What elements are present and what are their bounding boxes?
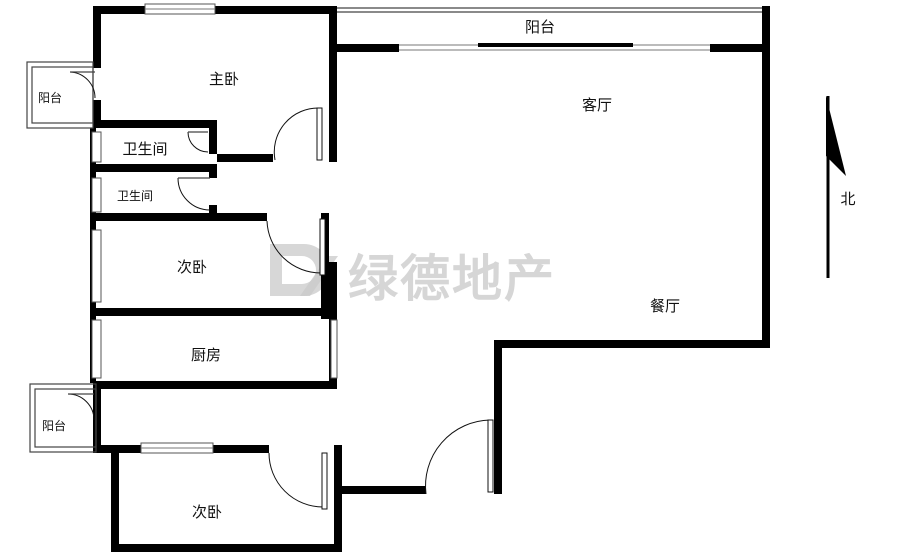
window-master-top <box>144 3 216 15</box>
window-balcony-sliding <box>399 43 710 51</box>
window-kitchen <box>91 319 102 379</box>
room-labels: 阳台 主卧 阳台 客厅 卫生间 卫生间 次卧 餐厅 厨房 阳台 次卧 <box>38 18 680 521</box>
balcony-left-bottom <box>29 383 97 453</box>
door-bath1 <box>187 131 209 153</box>
label-bathroom-1: 卫生间 <box>122 140 167 158</box>
window-kitchen-right <box>330 319 338 379</box>
label-master-bedroom: 主卧 <box>209 70 239 88</box>
compass: 北 <box>826 96 856 278</box>
window-bath2 <box>91 177 102 213</box>
label-bathroom-2: 卫生间 <box>117 189 153 203</box>
label-second-bedroom-2: 次卧 <box>192 503 222 521</box>
door-bedroom3 <box>268 452 328 510</box>
door-balcony-bottom <box>67 393 95 421</box>
balcony-left-top <box>26 61 94 129</box>
label-dining-room: 餐厅 <box>650 297 680 315</box>
label-second-bedroom-1: 次卧 <box>177 258 207 276</box>
label-balcony-top: 阳台 <box>525 18 555 36</box>
north-label: 北 <box>840 190 855 208</box>
door-bath2 <box>177 177 211 211</box>
window-bedroom2 <box>91 229 102 303</box>
label-living-room: 客厅 <box>582 96 612 114</box>
watermark-text: 绿德地产 <box>348 250 556 308</box>
label-kitchen: 厨房 <box>191 346 221 364</box>
window-bath1 <box>91 131 102 163</box>
watermark: 绿德地产 <box>270 244 556 308</box>
door-master <box>273 107 323 161</box>
door-entrance <box>425 419 494 495</box>
door-balcony-top <box>69 71 96 99</box>
door-bedroom2 <box>266 218 326 276</box>
windows <box>91 3 710 454</box>
label-balcony-left-top: 阳台 <box>38 90 62 105</box>
doors <box>67 71 494 510</box>
north-arrow-icon <box>826 96 846 278</box>
label-balcony-left-bottom: 阳台 <box>42 418 66 433</box>
window-bedroom3-top <box>140 442 214 454</box>
